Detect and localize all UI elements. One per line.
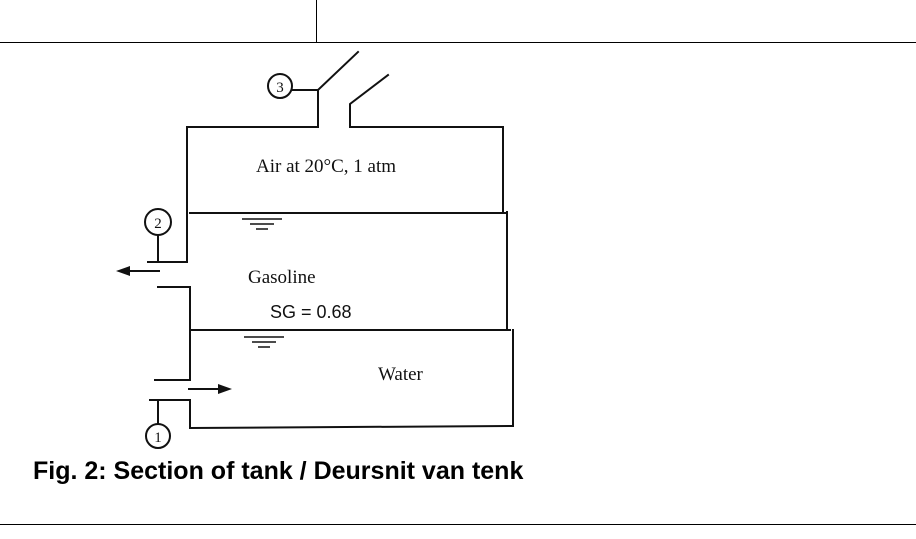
tank-bottom (188, 424, 515, 430)
top-rule (0, 42, 916, 43)
tank-roof-left (186, 89, 319, 128)
gauge-3-label: 3 (276, 80, 284, 96)
gauge-3: 3 (267, 73, 293, 99)
free-surface-symbol-upper (242, 218, 282, 230)
gasoline-label: Gasoline (248, 267, 316, 288)
valve-3-stem (316, 50, 360, 92)
gauge-2-label: 2 (154, 216, 162, 232)
vent-right-wall (349, 73, 390, 128)
tank-right-wall (502, 126, 514, 425)
inflow-arrow-icon (188, 384, 232, 394)
figure-caption: Fig. 2: Section of tank / Deursnit van t… (33, 457, 524, 485)
water-label: Water (378, 364, 424, 385)
air-label: Air at 20°C, 1 atm (256, 156, 396, 177)
free-surface-symbol-lower (244, 336, 284, 348)
gauge-1-stem (149, 399, 167, 424)
top-divider (316, 0, 317, 43)
bottom-rule (0, 524, 916, 525)
gauge-1: 1 (145, 423, 171, 449)
outflow-arrow-icon (116, 266, 160, 276)
gauge-2: 2 (144, 208, 172, 236)
gauge-2-stem (147, 235, 169, 263)
gauge-1-label: 1 (154, 430, 162, 446)
specific-gravity-label: SG = 0.68 (270, 302, 352, 322)
